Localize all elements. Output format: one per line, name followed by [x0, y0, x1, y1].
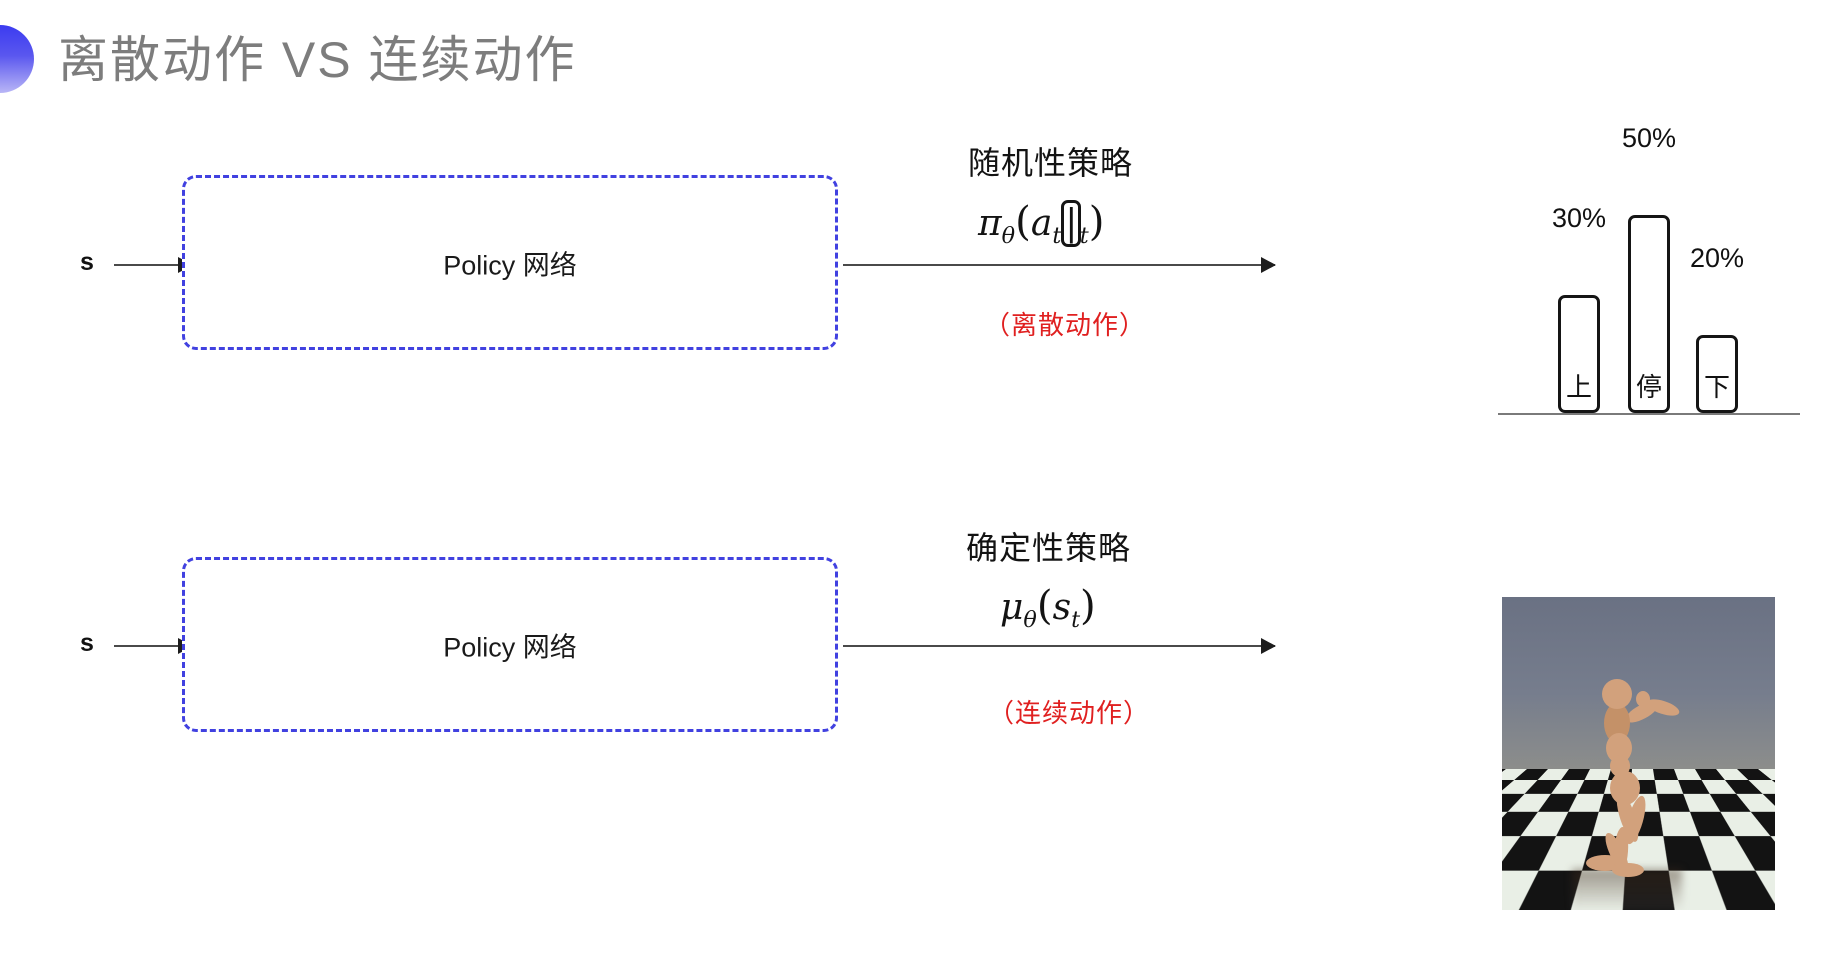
formula-given-bar: |	[1061, 200, 1082, 248]
formula-mu: μ	[1000, 587, 1024, 628]
policy-network-box-continuous[interactable]: Policy 网络	[182, 557, 838, 732]
formula-state-sub: t	[1079, 223, 1089, 250]
arrow-state-to-policy-continuous	[114, 645, 192, 647]
state-label-discrete: s	[80, 248, 94, 276]
bar-category-stop: 停	[1635, 372, 1662, 402]
policy-kind-deterministic: 确定性策略	[966, 530, 1132, 566]
bar-value-up: 30%	[1551, 203, 1607, 233]
humanoid-head	[1602, 679, 1632, 709]
policy-network-box-discrete[interactable]: Policy 网络	[182, 175, 838, 350]
sim-sky	[1502, 597, 1775, 773]
state-label-continuous: s	[80, 629, 94, 657]
humanoid-hand	[1636, 691, 1650, 707]
policy-network-label-discrete: Policy 网络	[443, 250, 577, 280]
arrow-state-to-policy-discrete	[114, 264, 192, 266]
formula-open-paren-2: (	[1036, 582, 1053, 629]
policy-kind-stochastic: 随机性策略	[968, 145, 1134, 181]
arrow-policy-to-output-discrete	[843, 264, 1275, 266]
formula-action: a	[1030, 203, 1053, 244]
formula-deterministic-policy: μθ(st)	[1000, 582, 1096, 633]
action-probability-bar-chart: 30% 50% 20% 上 停 下	[1498, 95, 1818, 415]
humanoid-front-foot	[1612, 863, 1644, 877]
humanoid-lower-arm	[1644, 696, 1682, 719]
formula-close-paren: )	[1088, 198, 1105, 245]
title-decor-circle	[0, 25, 34, 93]
formula-state-sub-2: t	[1071, 607, 1081, 634]
chart-x-axis	[1498, 413, 1800, 415]
formula-open-paren: (	[1015, 198, 1031, 245]
humanoid-character	[1586, 679, 1698, 877]
formula-close-paren-2: )	[1080, 582, 1096, 629]
bar-down	[1696, 335, 1738, 413]
humanoid-simulation-image	[1502, 597, 1775, 910]
formula-pi-theta: θ	[1001, 223, 1016, 250]
note-continuous-action: （连续动作）	[988, 698, 1151, 728]
formula-action-sub: t	[1052, 223, 1062, 250]
bar-category-up: 上	[1565, 372, 1592, 402]
bar-category-down: 下	[1703, 372, 1730, 402]
bar-value-down: 20%	[1689, 243, 1745, 273]
policy-network-label-continuous: Policy 网络	[443, 632, 577, 662]
formula-mu-theta: θ	[1023, 607, 1037, 634]
formula-state-2: s	[1052, 587, 1072, 628]
formula-stochastic-policy: πθ(at|st)	[978, 198, 1104, 249]
bar-up	[1558, 295, 1600, 413]
arrow-policy-to-output-continuous	[843, 645, 1275, 647]
note-discrete-action: （离散动作）	[984, 310, 1147, 340]
formula-pi: π	[978, 203, 1002, 244]
bar-stop	[1628, 215, 1670, 413]
page-title: 离散动作 VS 连续动作	[58, 32, 577, 88]
bar-value-stop: 50%	[1621, 123, 1677, 153]
